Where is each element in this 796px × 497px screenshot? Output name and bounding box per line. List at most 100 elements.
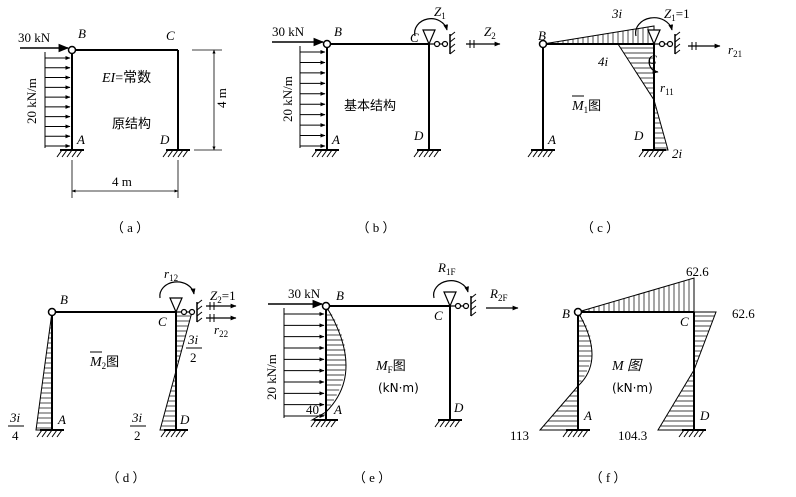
caption-a: （ a ） xyxy=(111,220,149,235)
value-3i-over-2-bottom: 3i 2 xyxy=(130,410,146,443)
r12-label: r12 xyxy=(164,266,178,283)
node-a: A xyxy=(57,412,66,427)
r21-arrow xyxy=(688,42,721,50)
node-c: C xyxy=(648,52,657,67)
fixed-support-d xyxy=(434,419,462,428)
distributed-load-label: 20 kN/m xyxy=(264,354,279,400)
svg-text:3i: 3i xyxy=(131,410,143,425)
fixed-support-d xyxy=(413,149,441,158)
dimension-h-label: 4 m xyxy=(112,174,132,189)
unit-label: (kN·m) xyxy=(378,381,419,395)
value-2i: 2i xyxy=(672,146,683,161)
node-b: B xyxy=(538,28,546,43)
r11-label: r11 xyxy=(660,80,674,97)
node-d: D xyxy=(413,128,424,143)
r1f-rotation-arrow xyxy=(433,280,469,299)
dimension-horizontal xyxy=(71,160,179,198)
node-a: A xyxy=(333,402,342,417)
z2-label: Z2=1 xyxy=(210,288,236,305)
panel-c: 3i 4i 2i Z1=1 r21 r11 M1图 B C A D （ c ） xyxy=(527,6,742,235)
node-a: A xyxy=(583,408,592,423)
panel-f: 62.6 62.6 113 104.3 M 图 (kN·m) B C A D （… xyxy=(510,264,755,485)
hinge-b xyxy=(322,39,332,49)
r2f-label: R2F xyxy=(489,286,507,303)
moment-diagram-beam xyxy=(577,277,695,313)
z2-arrow xyxy=(466,40,501,48)
node-a: A xyxy=(331,132,340,147)
r12-rotation-arrow xyxy=(159,281,196,299)
z1-rotation-arrow xyxy=(635,17,674,37)
dimension-v-label: 4 m xyxy=(214,88,229,108)
value-3i-over-4: 3i 4 xyxy=(8,410,24,443)
value-62-6-top: 62.6 xyxy=(686,264,709,279)
rotation-restraint-c xyxy=(422,29,436,46)
node-b: B xyxy=(562,306,570,321)
svg-text:3i: 3i xyxy=(9,410,21,425)
caption-c: （ c ） xyxy=(581,220,619,235)
fixed-support-d xyxy=(678,429,706,438)
svg-text:M1图: M1图 xyxy=(571,99,601,115)
distributed-load xyxy=(283,308,325,418)
caption-d: （ d ） xyxy=(106,470,145,485)
distributed-load xyxy=(299,46,326,148)
value-3i: 3i xyxy=(611,6,623,21)
node-d: D xyxy=(179,412,190,427)
ei-label: EI=常数 xyxy=(101,70,151,86)
hinge-b xyxy=(321,301,331,311)
fixed-support-a xyxy=(36,429,64,438)
node-d: D xyxy=(159,132,170,147)
z2-arrow xyxy=(206,302,237,310)
distributed-load-label: 20 kN/m xyxy=(24,78,39,124)
value-40: 40 xyxy=(306,402,319,417)
rotation-restraint-c xyxy=(647,29,661,46)
fixed-support-a xyxy=(311,149,339,158)
z1-rotation-arrow xyxy=(414,18,449,37)
distributed-load xyxy=(44,52,71,148)
rotation-restraint-c xyxy=(443,291,457,308)
moment-diagram-column-ab xyxy=(310,304,347,421)
fixed-support-d xyxy=(160,429,188,438)
structure-label: 基本结构 xyxy=(344,99,396,114)
unit-label: (kN·m) xyxy=(612,381,653,395)
node-c: C xyxy=(166,28,175,43)
moment-diagram-beam xyxy=(542,25,655,45)
node-a: A xyxy=(76,132,85,147)
point-load-label: 30 kN xyxy=(288,286,321,301)
node-c: C xyxy=(158,314,167,329)
m1-diagram-label: M1图 xyxy=(571,95,601,115)
moment-hatch-column xyxy=(620,47,668,149)
hinge-b xyxy=(47,307,57,317)
distributed-load-label: 20 kN/m xyxy=(280,76,295,122)
value-104-3: 104.3 xyxy=(618,428,647,443)
fixed-support-a xyxy=(56,149,84,158)
value-4i: 4i xyxy=(598,54,609,69)
r21-label: r21 xyxy=(728,42,742,59)
moment-diagram-column-ab xyxy=(35,311,53,431)
svg-text:2: 2 xyxy=(190,350,197,365)
panel-e: 30 kN 20 kN/m R1F R2F MF图 (kN·m) 40 B C … xyxy=(264,260,519,485)
link-restraint-c xyxy=(450,293,477,317)
fixed-support-a xyxy=(310,419,338,428)
caption-e: （ e ） xyxy=(353,470,391,485)
panel-a: 30 kN 20 kN/m 4 m 4 m EI=常数 原结构 B C A D … xyxy=(18,26,229,235)
node-b: B xyxy=(60,292,68,307)
node-a: A xyxy=(547,132,556,147)
panel-b: Z1 Z2 30 kN 20 kN/m 基本结构 B C A D （ b ） xyxy=(272,4,501,235)
svg-text:3i: 3i xyxy=(187,332,199,347)
node-d: D xyxy=(699,408,710,423)
r11-rotation-arrow xyxy=(648,57,659,74)
value-62-6-right: 62.6 xyxy=(732,306,755,321)
structure-label: 原结构 xyxy=(112,117,151,132)
svg-text:M2图: M2图 xyxy=(89,355,119,371)
link-restraint-c xyxy=(654,31,681,55)
r1f-label: R1F xyxy=(437,260,455,277)
point-load-label: 30 kN xyxy=(18,30,51,45)
hinge-b xyxy=(573,307,583,317)
hinge-b xyxy=(538,39,548,49)
link-restraint-c xyxy=(429,31,456,55)
node-c: C xyxy=(680,314,689,329)
node-c: C xyxy=(434,308,443,323)
dimension-vertical xyxy=(192,49,222,151)
